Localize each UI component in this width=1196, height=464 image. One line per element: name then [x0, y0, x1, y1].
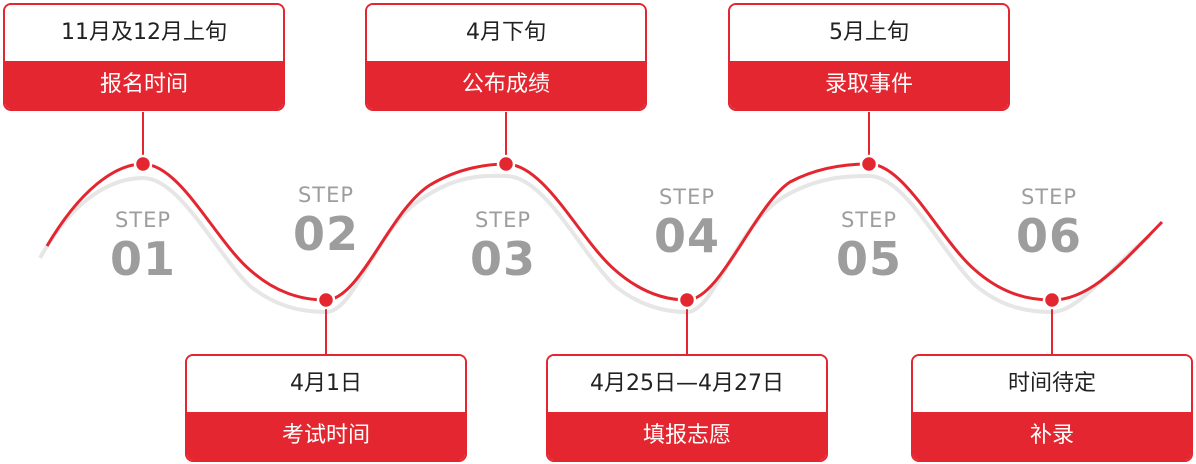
node-02 — [316, 290, 336, 310]
step-number: 05 — [835, 232, 902, 286]
step-number: 01 — [109, 232, 176, 286]
step-title: 录取事件 — [730, 61, 1008, 109]
step-label-04: STEP 04 — [627, 185, 747, 263]
wave-line — [45, 162, 1164, 302]
node-04 — [677, 290, 697, 310]
step-card-03: 4月下旬 公布成绩 — [365, 3, 647, 111]
step-title: 考试时间 — [187, 412, 465, 460]
step-date: 5月上旬 — [730, 5, 1008, 61]
step-title: 公布成绩 — [367, 61, 645, 109]
node-05 — [859, 154, 879, 174]
step-word: STEP — [474, 208, 532, 232]
step-word: STEP — [114, 208, 172, 232]
node-06 — [1042, 290, 1062, 310]
step-label-05: STEP 05 — [809, 208, 929, 286]
step-number: 04 — [653, 209, 720, 263]
wave-shadow — [38, 173, 1152, 315]
step-card-04: 4月25日—4月27日 填报志愿 — [546, 354, 828, 462]
step-word: STEP — [297, 183, 355, 207]
step-label-06: STEP 06 — [989, 185, 1109, 263]
step-number: 03 — [469, 232, 536, 286]
node-03 — [496, 154, 516, 174]
step-card-05: 5月上旬 录取事件 — [728, 3, 1010, 111]
step-date: 时间待定 — [913, 356, 1191, 412]
step-date: 4月下旬 — [367, 5, 645, 61]
step-label-02: STEP 02 — [266, 183, 386, 261]
step-card-06: 时间待定 补录 — [911, 354, 1193, 462]
step-title: 补录 — [913, 412, 1191, 460]
step-date: 4月1日 — [187, 356, 465, 412]
step-card-02: 4月1日 考试时间 — [185, 354, 467, 462]
node-01 — [133, 154, 153, 174]
step-date: 11月及12月上旬 — [5, 5, 283, 61]
step-title: 填报志愿 — [548, 412, 826, 460]
step-title: 报名时间 — [5, 61, 283, 109]
step-word: STEP — [840, 208, 898, 232]
step-number: 06 — [1015, 209, 1082, 263]
step-date: 4月25日—4月27日 — [548, 356, 826, 412]
step-number: 02 — [292, 207, 359, 261]
step-card-01: 11月及12月上旬 报名时间 — [3, 3, 285, 111]
step-word: STEP — [658, 185, 716, 209]
step-label-01: STEP 01 — [83, 208, 203, 286]
step-label-03: STEP 03 — [443, 208, 563, 286]
step-word: STEP — [1020, 185, 1078, 209]
